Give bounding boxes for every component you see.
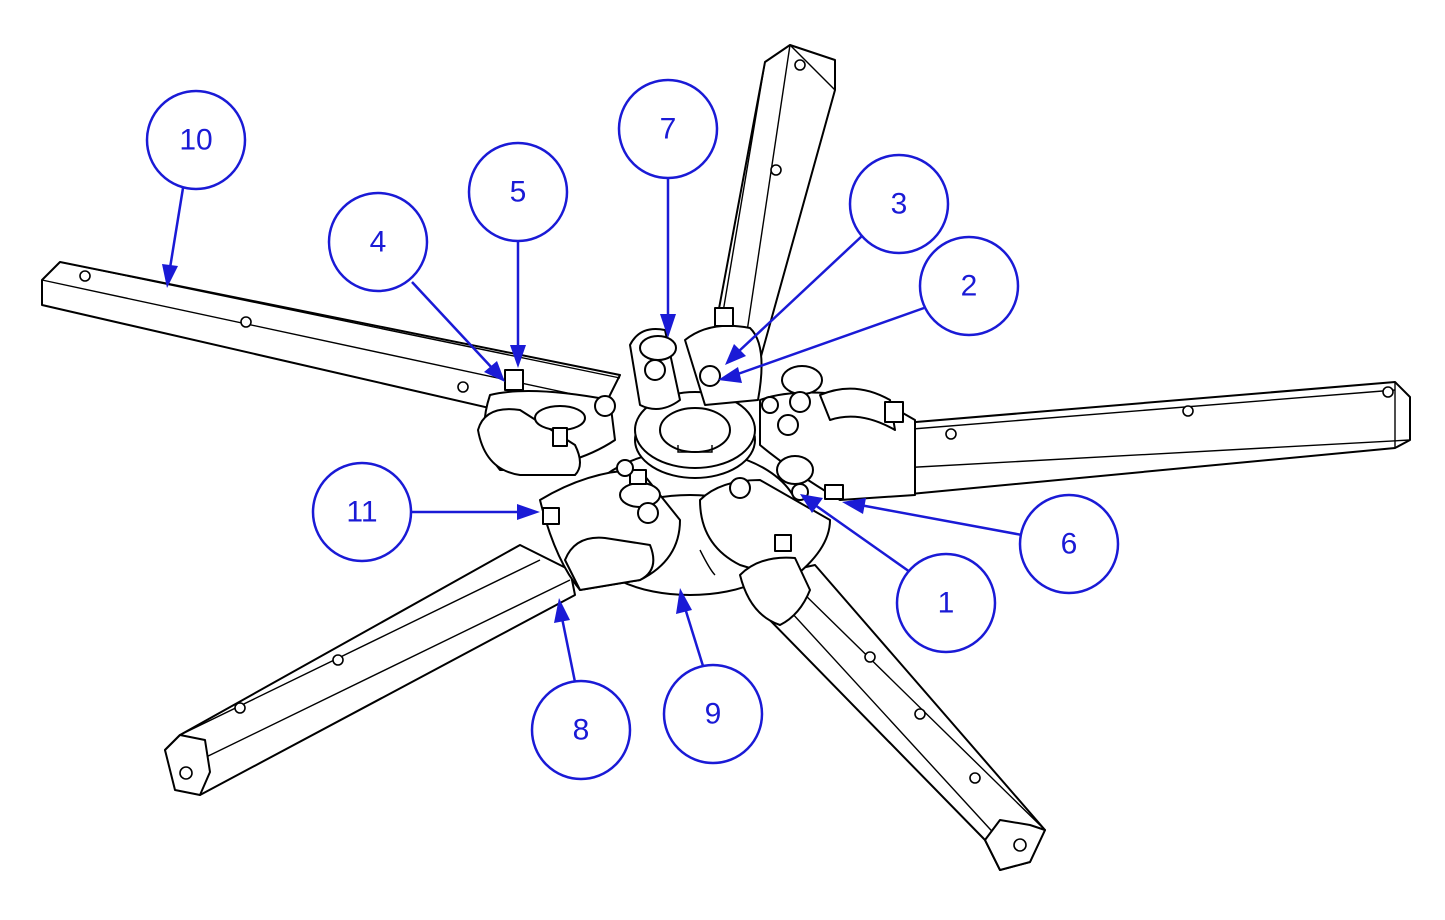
callout-11-label: 11 [346, 496, 377, 529]
clamp-lower-left [539, 459, 681, 591]
callout-4-label: 4 [370, 226, 387, 259]
clamp-lower-right [699, 455, 844, 626]
hub-center-collar [634, 391, 756, 479]
clamp-upper-left [477, 369, 616, 476]
arm-lower-left [164, 544, 576, 796]
arm-lower-right [759, 564, 1046, 871]
arm-right [879, 381, 1411, 496]
callout-2: 2 [718, 235, 1020, 383]
callout-9-label: 9 [705, 698, 722, 731]
callout-3-label: 3 [891, 188, 908, 221]
callout-8: 8 [530, 598, 632, 781]
callout-9: 9 [662, 588, 764, 765]
callout-8-label: 8 [573, 714, 590, 747]
callout-10-label: 10 [179, 124, 212, 157]
arm-upper-left [41, 261, 621, 431]
arm-top [714, 44, 836, 361]
clamp-top [629, 307, 763, 410]
callout-1: 1 [800, 494, 997, 654]
callout-3: 3 [725, 153, 950, 365]
callout-5: 5 [467, 141, 569, 368]
callout-2-label: 2 [961, 270, 978, 303]
callout-7-label: 7 [660, 113, 677, 146]
callout-7: 7 [617, 78, 719, 338]
callout-6: 6 [842, 493, 1120, 595]
callout-10: 10 [145, 89, 247, 288]
callout-5-label: 5 [510, 176, 527, 209]
callout-4: 4 [327, 191, 505, 382]
callout-11: 11 [311, 461, 540, 563]
callout-1-label: 1 [938, 587, 955, 620]
callout-6-label: 6 [1061, 528, 1078, 561]
